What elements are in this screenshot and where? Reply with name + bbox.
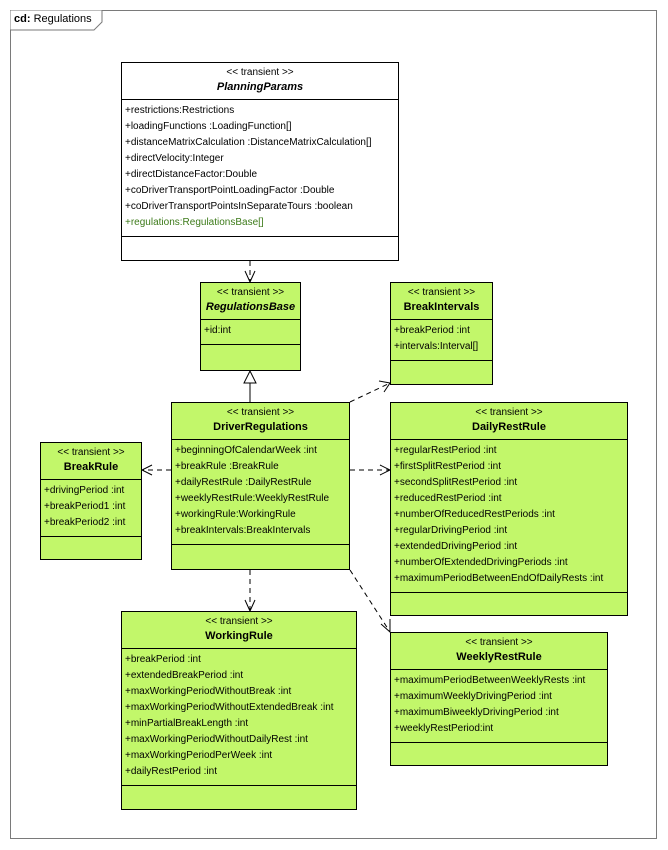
attribute: +maximumPeriodBetweenEndOfDailyRests :in… [394, 573, 604, 584]
dependency-driverregulations-breakintervals [349, 380, 391, 403]
attribute: +intervals:Interval[] [394, 341, 479, 352]
class-name: PlanningParams [216, 81, 304, 93]
attribute: +drivingPeriod :int [44, 485, 125, 496]
attribute: +firstSplitRestPeriod :int [394, 461, 501, 472]
attribute-compartment: +beginningOfCalendarWeek :int +breakRule… [172, 440, 349, 545]
attribute-compartment: +maximumPeriodBetweenWeeklyRests :int +m… [391, 670, 607, 743]
frame-tab [10, 10, 103, 31]
attribute: +dailyRestPeriod :int [125, 766, 217, 777]
stereotype: << transient >> [226, 407, 295, 418]
class-header: << transient >> RegulationsBase [201, 283, 300, 320]
stereotype: << transient >> [465, 637, 533, 648]
stereotype: << transient >> [407, 287, 476, 298]
attribute: +maximumPeriodBetweenWeeklyRests :int [394, 675, 586, 686]
attribute: +breakRule :BreakRule [175, 461, 279, 472]
attribute-compartment: +restrictions:Restrictions +loadingFunct… [122, 100, 398, 237]
class-name: BreakIntervals [403, 301, 480, 313]
attribute: +extendedDrivingPeriod :int [394, 541, 518, 552]
attribute: +dailyRestRule :DailyRestRule [175, 477, 312, 488]
attribute: +weeklyRestPeriod:int [394, 723, 494, 734]
attribute: +restrictions:Restrictions [125, 105, 235, 116]
attribute: +maxWorkingPeriodWithoutBreak :int [125, 686, 292, 697]
attribute: +numberOfReducedRestPeriods :int [394, 509, 555, 520]
class-weeklyrestrule[interactable]: << transient >> WeeklyRestRule +maximumP… [390, 632, 608, 766]
class-header: << transient >> DailyRestRule [391, 403, 627, 440]
frame-title: cd: Regulations [14, 13, 92, 25]
stereotype: << transient >> [57, 447, 125, 458]
class-name: DailyRestRule [472, 421, 546, 433]
dependency-driverregulations-breakrule [140, 464, 171, 476]
attribute: +directDistanceFactor:Double [125, 169, 258, 180]
attribute-compartment: +regularRestPeriod :int +firstSplitRestP… [391, 440, 627, 593]
attribute-compartment: +drivingPeriod :int +breakPeriod1 :int +… [41, 480, 141, 537]
class-header: << transient >> BreakIntervals [391, 283, 492, 320]
dependency-planningparams-regulationsbase [244, 261, 256, 284]
attribute: +coDriverTransportPointLoadingFactor :Do… [125, 185, 335, 196]
class-planningparams[interactable]: << transient >> PlanningParams +restrict… [121, 62, 399, 261]
attribute: +reducedRestPeriod :int [394, 493, 502, 504]
attribute: +workingRule:WorkingRule [175, 509, 296, 520]
class-header: << transient >> PlanningParams [122, 63, 398, 100]
attribute: +id:int [204, 325, 231, 336]
generalization-driverregulations-regulationsbase [243, 369, 257, 402]
attribute: +regularRestPeriod :int [394, 445, 497, 456]
stereotype: << transient >> [475, 407, 543, 418]
class-name: DriverRegulations [213, 421, 308, 433]
class-driverregulations[interactable]: << transient >> DriverRegulations +begin… [171, 402, 350, 570]
attribute: +breakPeriod1 :int [44, 501, 126, 512]
attribute: +maxWorkingPeriodPerWeek :int [125, 750, 273, 761]
attribute: +beginningOfCalendarWeek :int [175, 445, 317, 456]
attribute-compartment: +breakPeriod :int +extendedBreakPeriod :… [122, 649, 356, 786]
attribute: +coDriverTransportPointsInSeparateTours … [125, 201, 353, 212]
attribute: +distanceMatrixCalculation :DistanceMatr… [125, 137, 372, 148]
class-header: << transient >> BreakRule [41, 443, 141, 480]
attribute: +extendedBreakPeriod :int [125, 670, 244, 681]
class-breakrule[interactable]: << transient >> BreakRule +drivingPeriod… [40, 442, 142, 560]
attribute: +minPartialBreakLength :int [125, 718, 249, 729]
class-dailyrestrule[interactable]: << transient >> DailyRestRule +regularRe… [390, 402, 628, 616]
stereotype: << transient >> [216, 287, 285, 298]
class-breakintervals[interactable]: << transient >> BreakIntervals +breakPer… [390, 282, 493, 385]
class-name: RegulationsBase [205, 301, 296, 313]
stereotype: << transient >> [205, 616, 273, 627]
class-header: << transient >> WeeklyRestRule [391, 633, 607, 670]
class-workingrule[interactable]: << transient >> WorkingRule +breakPeriod… [121, 611, 357, 810]
attribute: +breakPeriod :int [394, 325, 470, 336]
class-header: << transient >> DriverRegulations [172, 403, 349, 440]
attribute: +breakPeriod :int [125, 654, 201, 665]
attribute: +maximumBiweeklyDrivingPeriod :int [394, 707, 559, 718]
attribute: +loadingFunctions :LoadingFunction[] [125, 121, 292, 132]
attribute: +maximumWeeklyDrivingPeriod :int [394, 691, 552, 702]
attribute-compartment: +breakPeriod :int +intervals:Interval[] [391, 320, 492, 361]
class-name: WeeklyRestRule [456, 651, 542, 663]
attribute: +directVelocity:Integer [125, 153, 224, 164]
attribute: +maxWorkingPeriodWithoutDailyRest :int [125, 734, 308, 745]
attribute: +regulations:RegulationsBase[] [125, 217, 264, 228]
attribute: +breakIntervals:BreakIntervals [175, 525, 311, 536]
attribute-compartment: +id:int [201, 320, 300, 345]
class-name: BreakRule [63, 461, 119, 473]
attribute: +secondSplitRestPeriod :int [394, 477, 518, 488]
stereotype: << transient >> [226, 67, 294, 78]
dependency-driverregulations-dailyrestrule [350, 464, 392, 476]
attribute: +regularDrivingPeriod :int [394, 525, 508, 536]
frame-name: Regulations [33, 13, 92, 25]
frame-kind: cd: [14, 13, 31, 25]
attribute: +maxWorkingPeriodWithoutExtendedBreak :i… [125, 702, 334, 713]
class-name: WorkingRule [205, 630, 273, 642]
class-header: << transient >> WorkingRule [122, 612, 356, 649]
diagram-frame [10, 10, 657, 839]
attribute: +breakPeriod2 :int [44, 517, 126, 528]
attribute: +weeklyRestRule:WeeklyRestRule [175, 493, 330, 504]
dependency-driverregulations-workingrule [244, 570, 256, 613]
class-regulationsbase[interactable]: << transient >> RegulationsBase +id:int [200, 282, 301, 371]
attribute: +numberOfExtendedDrivingPeriods :int [394, 557, 568, 568]
